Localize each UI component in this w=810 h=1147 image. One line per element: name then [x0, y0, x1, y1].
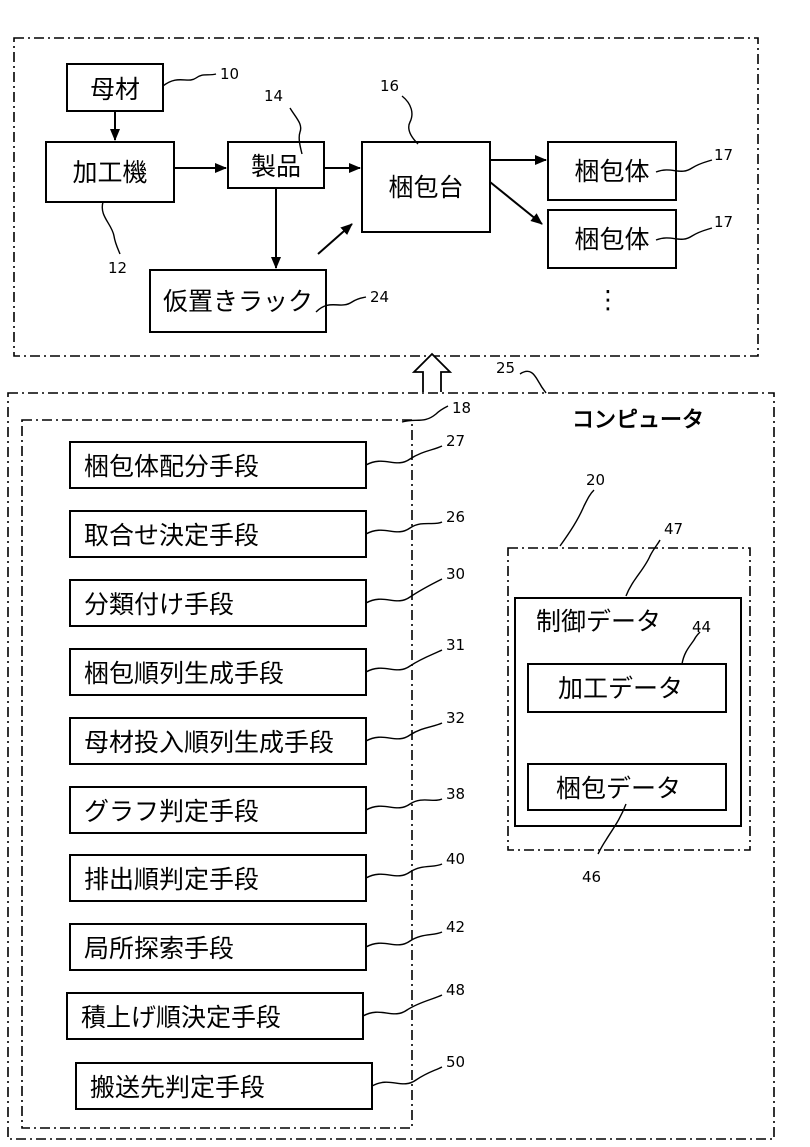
means-label: 局所探索手段	[84, 934, 234, 963]
means-label: 取合せ決定手段	[84, 521, 259, 550]
means-label: 排出順判定手段	[84, 865, 259, 894]
product-label: 製品	[251, 152, 301, 181]
means-leader	[366, 723, 442, 741]
packing-table-leader	[402, 96, 418, 144]
means-group-ref: 18	[452, 399, 471, 417]
processing-machine-label: 加工機	[72, 158, 147, 187]
means-leader	[366, 522, 442, 534]
package-ref-2: 17	[714, 213, 733, 231]
means-label: 梱包順列生成手段	[84, 659, 284, 688]
control-data-ref: 47	[664, 520, 683, 538]
means-leader	[363, 995, 442, 1016]
means-leader	[366, 864, 442, 878]
package-ellipsis: ⋮	[596, 285, 621, 314]
arrow-packing-to-package-2	[490, 182, 542, 224]
means-label: 積上げ順決定手段	[81, 1003, 281, 1032]
means-leader	[366, 579, 442, 603]
means-ref: 48	[446, 981, 465, 999]
means-leader	[366, 446, 442, 465]
processing-data-label: 加工データ	[558, 674, 683, 703]
computer-to-factory-arrow	[414, 354, 450, 392]
packing-table-ref: 16	[380, 77, 399, 95]
means-leader	[366, 799, 442, 810]
means-ref: 38	[446, 785, 465, 803]
packing-data-label: 梱包データ	[556, 774, 681, 803]
means-ref: 50	[446, 1053, 465, 1071]
processing-data-ref: 44	[692, 618, 711, 636]
package-label-2: 梱包体	[574, 225, 649, 254]
computer-ref: 25	[496, 359, 515, 377]
storage-ref: 20	[586, 471, 605, 489]
storage-leader	[560, 490, 594, 546]
means-ref: 30	[446, 565, 465, 583]
means-ref: 26	[446, 508, 465, 526]
product-ref: 14	[264, 87, 283, 105]
packing-table-label: 梱包台	[388, 173, 463, 202]
packing-data-ref: 46	[582, 868, 601, 886]
arrow-rack-to-packing	[318, 224, 352, 254]
base-material-leader	[163, 74, 216, 86]
means-ref: 42	[446, 918, 465, 936]
means-label: 母材投入順列生成手段	[84, 728, 334, 757]
computer-title: コンピュータ	[572, 408, 704, 433]
processing-machine-ref: 12	[108, 259, 127, 277]
processing-machine-leader	[102, 202, 120, 254]
means-leader	[366, 932, 442, 947]
means-ref: 40	[446, 850, 465, 868]
means-leader	[366, 650, 442, 672]
base-material-label: 母材	[90, 75, 140, 104]
means-ref: 31	[446, 636, 465, 654]
package-label-1: 梱包体	[574, 157, 649, 186]
means-list: 梱包体配分手段 27 取合せ決定手段 26 分類付け手段 30 梱包順列生成手段 31 母材投入…	[67, 432, 465, 1109]
means-leader	[372, 1067, 442, 1086]
temp-rack-label: 仮置きラック	[163, 287, 313, 316]
means-label: 分類付け手段	[84, 590, 234, 619]
base-material-ref: 10	[220, 65, 239, 83]
means-label: 梱包体配分手段	[84, 452, 259, 481]
means-ref: 27	[446, 432, 465, 450]
package-ref-1: 17	[714, 146, 733, 164]
control-data-label: 制御データ	[536, 607, 661, 636]
computer-leader	[520, 371, 546, 393]
means-label: 搬送先判定手段	[90, 1073, 265, 1102]
temp-rack-ref: 24	[370, 288, 389, 306]
means-ref: 32	[446, 709, 465, 727]
means-label: グラフ判定手段	[84, 797, 259, 826]
